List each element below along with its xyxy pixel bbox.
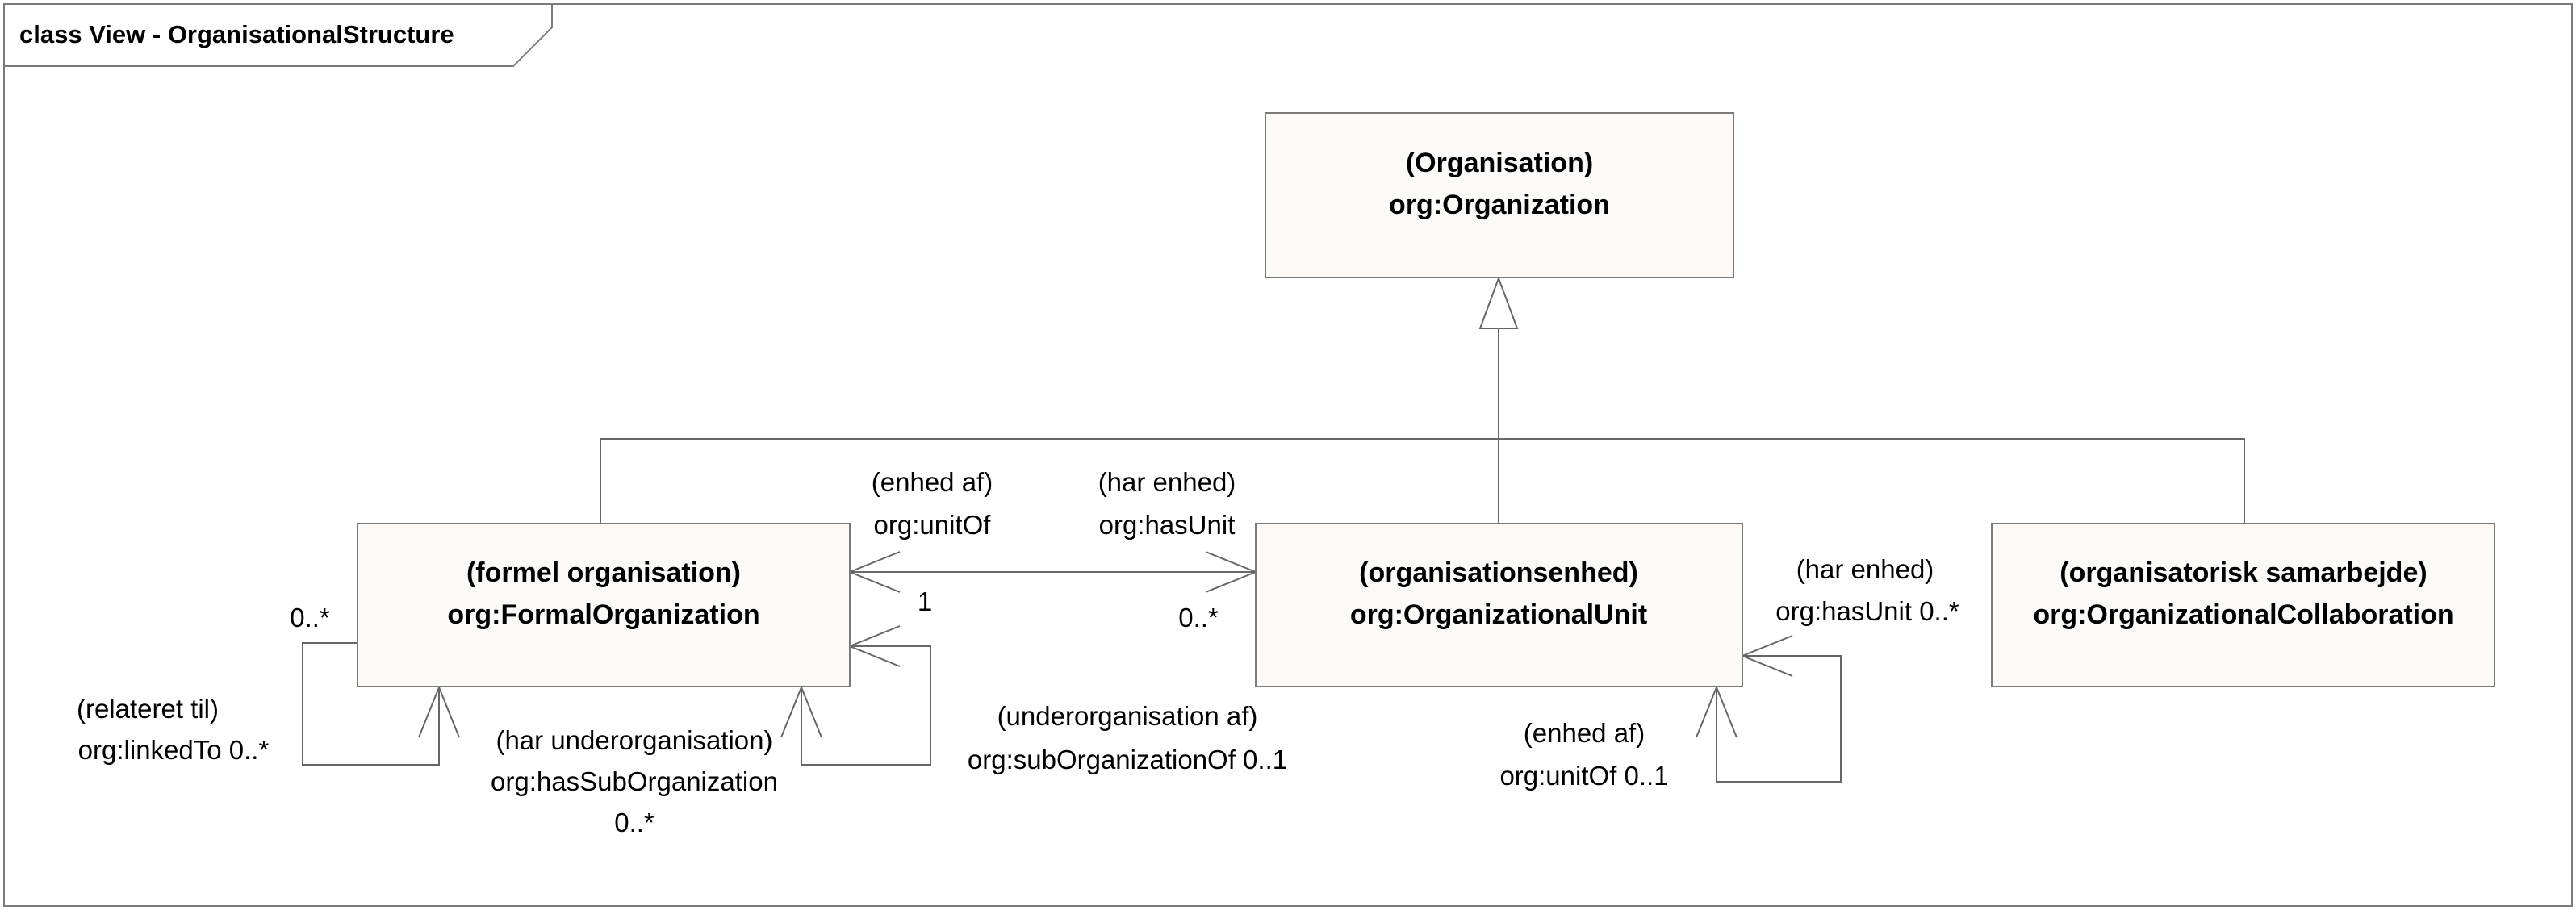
class-organisation-line1: (Organisation) bbox=[1406, 148, 1593, 178]
generalization-edge bbox=[600, 328, 1499, 524]
subof-label-da: (underorganisation af) bbox=[997, 701, 1258, 731]
hassub-self-edge bbox=[801, 645, 931, 766]
linkedto-label-en: org:linkedTo 0..* bbox=[78, 735, 270, 765]
multiplicity-linked-many: 0..* bbox=[290, 603, 330, 632]
generalization-edge-collab bbox=[1499, 438, 2245, 524]
generalization-arrowhead bbox=[1478, 276, 1519, 329]
class-unit-box bbox=[1255, 523, 1743, 687]
self-hasunit-label-da: (har enhed) bbox=[1796, 554, 1934, 584]
class-collab-line2: org:OrganizationalCollaboration bbox=[2033, 599, 2453, 630]
multiplicity-one: 1 bbox=[918, 586, 932, 616]
unitof-label-en: org:unitOf bbox=[874, 510, 992, 540]
multiplicity-unit-many: 0..* bbox=[1178, 603, 1219, 632]
class-unit-line2: org:OrganizationalUnit bbox=[1350, 599, 1647, 630]
linkedto-self-edge bbox=[302, 642, 440, 766]
hasunit-label-da: (har enhed) bbox=[1098, 467, 1236, 497]
class-collab-line1: (organisatorisk samarbejde) bbox=[2060, 557, 2427, 588]
class-organisational-collaboration[interactable]: (organisatorisk samarbejde) org:Organiza… bbox=[1991, 523, 2495, 687]
self-hasunit-label-en: org:hasUnit 0..* bbox=[1775, 596, 1959, 626]
subof-label-en: org:subOrganizationOf 0..1 bbox=[968, 745, 1287, 774]
frame-title-tab bbox=[4, 4, 553, 67]
self-unitof-label-en: org:unitOf 0..1 bbox=[1499, 761, 1668, 791]
class-formal-line1: (formel organisation) bbox=[466, 557, 741, 588]
class-organisation-box bbox=[1265, 112, 1734, 278]
unit-self-edge bbox=[1716, 655, 1842, 783]
class-organisation-line2: org:Organization bbox=[1389, 190, 1610, 220]
class-unit-line1: (organisationsenhed) bbox=[1359, 557, 1638, 588]
frame-title: class View - OrganisationalStructure bbox=[19, 20, 454, 48]
class-collab-box bbox=[1991, 523, 2495, 687]
hassub-label-da: (har underorganisation) bbox=[496, 725, 772, 755]
self-unitof-label-da: (enhed af) bbox=[1524, 718, 1645, 748]
hassub-label-en: org:hasSubOrganization bbox=[491, 766, 778, 796]
class-formal-box bbox=[357, 523, 851, 687]
class-formal-organisation[interactable]: (formel organisation) org:FormalOrganiza… bbox=[357, 523, 851, 687]
hassub-multiplicity: 0..* bbox=[614, 808, 654, 837]
hasunit-label-en: org:hasUnit bbox=[1099, 510, 1236, 540]
class-organisational-unit[interactable]: (organisationsenhed) org:OrganizationalU… bbox=[1255, 523, 1743, 687]
class-organisation[interactable]: (Organisation) org:Organization bbox=[1265, 112, 1734, 278]
unitof-label-da: (enhed af) bbox=[872, 467, 993, 497]
class-formal-line2: org:FormalOrganization bbox=[447, 599, 759, 630]
linkedto-label-da: (relateret til) bbox=[77, 694, 219, 724]
